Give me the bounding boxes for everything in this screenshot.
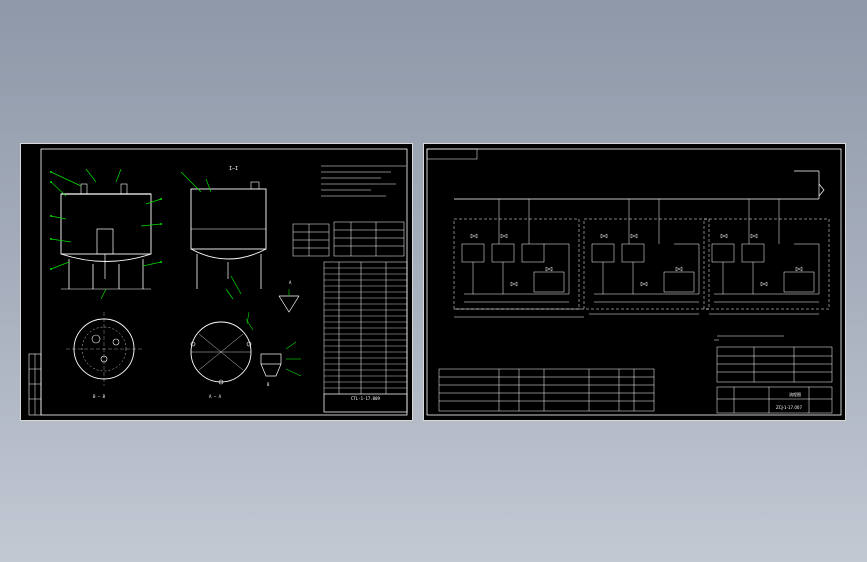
note-lines [714, 335, 784, 341]
inner-frame [426, 148, 842, 416]
title-block-number-right: ZCJ-1-17.007 [776, 405, 802, 410]
title-block-name-right: 流程图 [789, 391, 801, 397]
symbol-table [716, 346, 833, 383]
process-unit-2 [583, 199, 710, 310]
plan-view-b-label: B — B [93, 394, 106, 399]
drawing-sheet-vessel[interactable]: I—I [20, 143, 413, 421]
vessel-front-view [50, 168, 162, 300]
process-unit-3 [703, 199, 830, 310]
bottom-pipes [454, 308, 819, 318]
plan-view-a: A — A [190, 311, 254, 399]
legend-table [438, 368, 655, 412]
vessel-drawing-canvas: I—I [28, 148, 408, 416]
plan-view-a-label: A — A [209, 394, 222, 399]
title-block-left [323, 393, 408, 413]
process-drawing-canvas: 流程图 ZCJ-1-17.007 [426, 148, 842, 416]
main-header-pipe [454, 170, 825, 200]
technical-notes [321, 165, 406, 197]
title-block-right [716, 386, 833, 414]
drawing-sheet-process[interactable]: 流程图 ZCJ-1-17.007 [423, 143, 846, 421]
detail-a: A [278, 280, 300, 313]
process-unit-1 [453, 199, 580, 310]
vessel-section-view: I—I [180, 166, 267, 300]
title-block-number-left: CTL-1-17.009 [351, 396, 380, 401]
plan-view-b: B — B [66, 312, 142, 399]
view-label-section: I—I [229, 166, 238, 172]
detail-b: B [260, 341, 302, 387]
parts-list-table [323, 261, 408, 413]
detail-b-label: B [267, 382, 270, 387]
detail-a-label: A [289, 280, 292, 285]
spec-table-small [292, 221, 405, 257]
